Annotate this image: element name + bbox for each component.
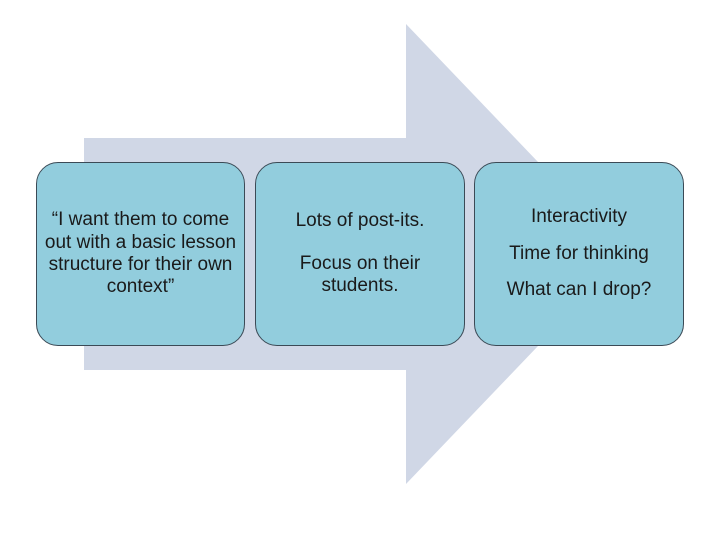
time-for-thinking-text: Time for thinking: [509, 242, 649, 264]
post-its-text: Lots of post-its.: [295, 210, 425, 232]
step-box-considerations: Interactivity Time for thinking What can…: [474, 162, 684, 346]
step-box-approach: Lots of post-its. Focus on their student…: [255, 162, 465, 346]
interactivity-text: Interactivity: [530, 206, 628, 228]
goal-quote: “I want them to come out with a basic le…: [44, 209, 237, 298]
what-can-i-drop-text: What can I drop?: [506, 279, 652, 301]
focus-students-text: Focus on their students.: [299, 252, 421, 297]
step-box-goal: “I want them to come out with a basic le…: [36, 162, 245, 346]
